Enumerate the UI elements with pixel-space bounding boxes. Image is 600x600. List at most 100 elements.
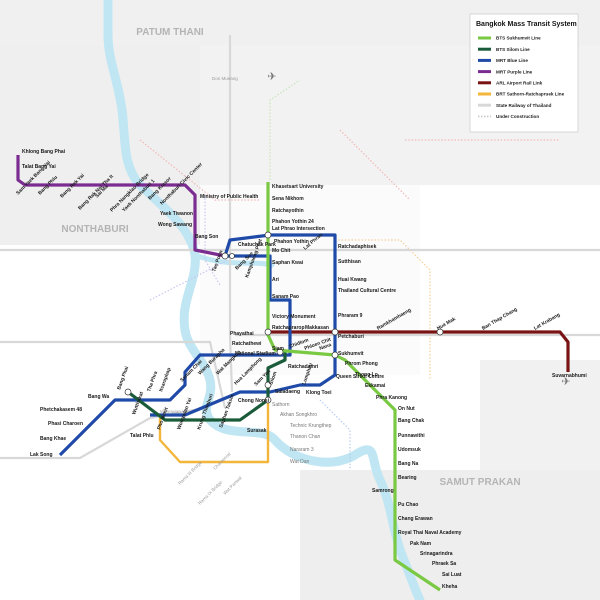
station-label-on-nut: On Nut bbox=[398, 406, 415, 412]
station-label-sanam-pao: Sanam Pao bbox=[272, 294, 299, 300]
station-label-bearing: Bearing bbox=[398, 475, 417, 481]
station-label-thong-lo: Thong Lo bbox=[355, 372, 378, 378]
station-label-ratchadaphisek: Ratchadaphisek bbox=[338, 244, 377, 250]
legend: Bangkok Mass Transit System BTS Sukhumvi… bbox=[469, 13, 579, 133]
interchange-siam[interactable] bbox=[276, 348, 284, 356]
station-label-samrong: Samrong bbox=[372, 488, 394, 494]
station-label-wat-dan: Wat Dan bbox=[290, 459, 309, 465]
samut-prakan-area bbox=[300, 470, 600, 600]
station-label-ratchayothin: Ratchayothin bbox=[272, 208, 304, 214]
station-label-bang-son: Bang Son bbox=[195, 234, 218, 240]
state-railway-lines bbox=[0, 35, 600, 460]
station-label-punnawithi: Punnawithi bbox=[398, 433, 425, 439]
mrt-purple-line bbox=[16, 155, 226, 258]
legend-label: ARL Airport Rail Link bbox=[496, 81, 543, 86]
station-label-national-stadium: National Stadium bbox=[235, 351, 276, 357]
interchange-tao-poon[interactable] bbox=[221, 252, 229, 260]
srt-south-line bbox=[0, 340, 227, 409]
interchange-tha-phra[interactable] bbox=[124, 388, 132, 396]
station-label-phahon24: Phahon Yothin 24 bbox=[272, 219, 314, 225]
interchange-hua-mak[interactable] bbox=[436, 328, 444, 336]
station-label-lat-phrao-int: Lat Phrao Intersection bbox=[272, 226, 325, 232]
station-label-rama3: Rama III Bridge bbox=[177, 460, 203, 486]
station-label-phahon-yothin: Phahon Yothin bbox=[274, 239, 309, 245]
construction-lilac-west bbox=[149, 259, 229, 301]
station-label-rama9b: Rama IX Bridge bbox=[197, 479, 223, 505]
station-markers bbox=[124, 231, 444, 404]
station-label-chatuchak: Chatuchak Park bbox=[238, 242, 276, 248]
station-label-bang-phai: Bang Phai bbox=[116, 365, 130, 391]
station-label-khlong-bang-phai: Khlong Bang Phai bbox=[22, 149, 66, 155]
station-label-phayathai: Phayathai bbox=[230, 331, 254, 337]
airplane-icon: ✈ bbox=[267, 70, 276, 83]
station-label-sathorn: Sathorn bbox=[272, 402, 290, 408]
station-label-phasi-charoen: Phasi Charoen bbox=[48, 421, 83, 427]
station-label-saphan-kwai: Saphan Kwai bbox=[272, 260, 304, 266]
mrt-blue-line bbox=[58, 233, 337, 457]
station-label-sukhumvit: Sukhumvit bbox=[338, 351, 364, 357]
station-label-makkasan: Makkasan bbox=[305, 325, 329, 331]
station-label-chong-nonsi: Chong Nonsi bbox=[238, 398, 270, 404]
interchange-chong-nonsi[interactable] bbox=[264, 396, 272, 404]
interchange-sala-daeng[interactable] bbox=[264, 381, 272, 389]
station-label-bang-wa: Bang Wa bbox=[88, 394, 109, 400]
station-label-don-mueang: Don Mueang bbox=[212, 76, 238, 81]
station-label-mo-chit: Mo Chit bbox=[272, 248, 291, 254]
station-label-tha-phra: Tha Phra bbox=[146, 370, 159, 392]
station-label-khlong-toei: Klong Toei bbox=[306, 390, 332, 396]
station-label-siam: Siam bbox=[272, 346, 285, 352]
station-label-technic: Technic Krungthep bbox=[290, 423, 332, 429]
station-label-wat-pariwat: Wat Pariwat bbox=[222, 475, 243, 496]
region-samut-prakan: SAMUT PRAKAN bbox=[439, 477, 520, 488]
brt-line bbox=[158, 392, 270, 464]
station-label-ekkamai: Ekkamai bbox=[365, 383, 386, 389]
construction-blue-loop bbox=[319, 399, 351, 470]
region-nonthaburi: NONTHABURI bbox=[61, 224, 128, 235]
station-label-sai-luat: Sai Luat bbox=[442, 572, 462, 578]
station-label-silom: Silom bbox=[268, 370, 278, 385]
station-label-akhan-songkhro: Akhan Songkhro bbox=[280, 412, 317, 418]
station-label-bang-chak: Bang Chak bbox=[398, 418, 424, 424]
station-label-sutthisan: Sutthisan bbox=[338, 259, 361, 265]
legend-label: BTS Sukhumvit Line bbox=[496, 36, 541, 41]
legend-label: Under Construction bbox=[496, 114, 539, 119]
station-label-phrom-phong: Phrom Phong bbox=[345, 361, 378, 367]
bts-sukhumvit-line bbox=[266, 182, 441, 592]
station-label-pu-chao: Pu Chao bbox=[398, 502, 418, 508]
interchange-makkasan[interactable] bbox=[331, 328, 339, 336]
srt-north-line bbox=[228, 35, 234, 393]
station-label-talat-bang-yai: Talat Bang Yai bbox=[22, 164, 56, 170]
station-label-ministry: Ministry of Public Health bbox=[200, 194, 258, 200]
airplane-icon: ✈ bbox=[561, 375, 570, 388]
arl-line bbox=[268, 330, 570, 372]
interchange-sukhumvit[interactable] bbox=[331, 351, 339, 359]
station-label-thanon-chan: Thanon Chan bbox=[290, 434, 321, 440]
station-label-yaek-tiwanon: Yaek Tiwanon bbox=[160, 211, 193, 217]
station-label-nana: Nana bbox=[319, 342, 333, 352]
station-label-wong-sawang: Wong Sawang bbox=[158, 222, 192, 228]
station-label-nararam3: Nararam 3 bbox=[290, 447, 314, 453]
under-construction-lines bbox=[139, 79, 560, 470]
station-label-surasak: Surasak bbox=[247, 428, 267, 434]
station-label-khaset: Khasetsart University bbox=[272, 184, 324, 190]
interchange-mo-chit[interactable] bbox=[264, 231, 272, 239]
station-label-ban-thap-chang: Ban Thap Chang bbox=[481, 307, 518, 332]
station-label-charan13: Itsaraphap bbox=[158, 367, 172, 393]
station-label-thailand-cultural: Thailand Cultural Centre bbox=[338, 288, 396, 294]
legend-label: State Railway of Thailand bbox=[496, 103, 552, 108]
station-label-sala-daeng: Saladaeng bbox=[275, 389, 300, 395]
bangkok-center-area bbox=[200, 185, 420, 375]
interchange-phayathai[interactable] bbox=[264, 328, 272, 336]
construction-pink-north bbox=[139, 139, 260, 201]
station-label-ratchaprarop: Ratchaprarop bbox=[272, 325, 305, 331]
station-label-chang-erawan: Chang Erawan bbox=[398, 516, 433, 522]
station-label-wongwian-yai-rail: Wongwian Yai bbox=[160, 409, 188, 414]
interchange-bang-sue[interactable] bbox=[229, 253, 235, 259]
legend-label: BTS Silom Line bbox=[496, 47, 530, 52]
legend-label: MRT Purple Line bbox=[496, 69, 533, 74]
station-label-victory: Victory Monument bbox=[272, 314, 316, 320]
station-label-lat-krabang: Lat Krabang bbox=[533, 312, 561, 332]
construction-green-south bbox=[269, 79, 301, 180]
station-label-phraram9: Phraram 9 bbox=[338, 313, 363, 319]
